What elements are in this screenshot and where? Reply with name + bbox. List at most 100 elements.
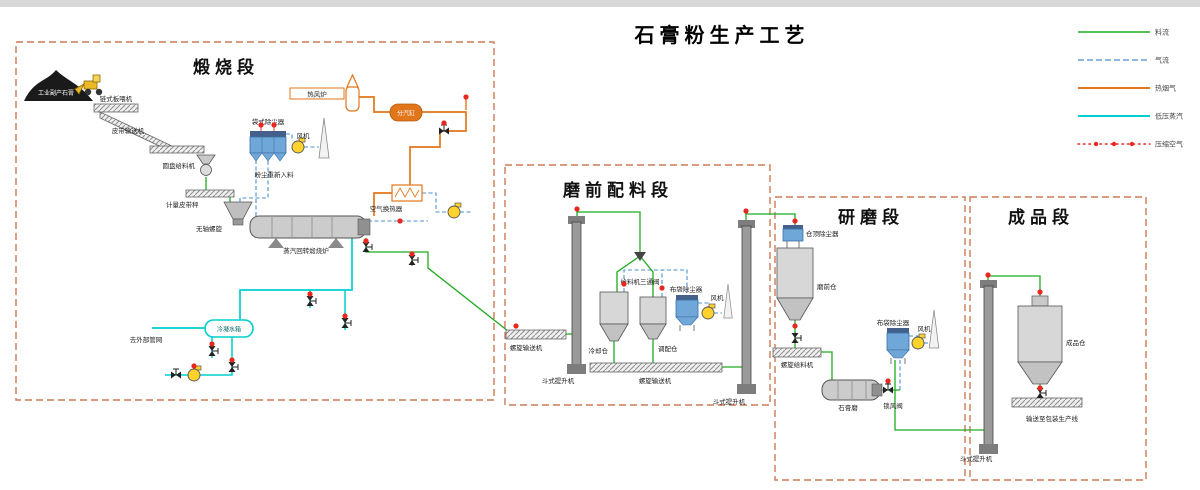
section-box-product — [969, 196, 1147, 481]
legend-label-steam: 低压蒸汽 — [1155, 112, 1183, 121]
legend-label-compressed-air: 压缩空气 — [1155, 140, 1183, 149]
valve — [341, 317, 352, 329]
air-point — [885, 378, 891, 384]
exchanger-fan — [447, 202, 462, 219]
valve — [362, 241, 373, 253]
product-silo-body — [1017, 305, 1063, 363]
stove-burner-box — [289, 87, 345, 100]
filter-cone — [249, 152, 263, 162]
air-point — [513, 323, 519, 329]
material-line — [821, 351, 833, 381]
filter-body — [249, 136, 287, 154]
elevator1-boot — [567, 364, 586, 374]
valve — [208, 345, 219, 357]
label-elevator-3: 斗式提升机 — [960, 454, 993, 463]
calciner-shell — [249, 215, 367, 239]
compressed-air-points — [191, 94, 1043, 391]
section-boxes: 煅烧段 磨前配料段 研磨段 成品段 — [15, 41, 1147, 481]
bucket-elevator-2: 斗式提升机 — [713, 220, 756, 406]
blending-bin: 调配仓 — [639, 296, 678, 353]
section-label-product: 成品段 — [1008, 207, 1074, 228]
legend-label-material: 料流 — [1155, 28, 1169, 37]
label-blending-bin: 调配仓 — [658, 344, 678, 353]
topfilter-header — [783, 225, 803, 229]
product-conveyor: 输送至包装生产线 — [1011, 397, 1083, 423]
label-steam-header: 分汽缸 — [397, 110, 415, 118]
label-weigh-belt: 计量皮带秤 — [166, 200, 199, 209]
gas-line — [623, 269, 688, 295]
filter2-body — [675, 299, 699, 318]
section-label-grinding: 研磨段 — [838, 207, 904, 228]
label-heat-exchanger: 空气换热器 — [370, 204, 403, 213]
silo-top-filter-2 — [1031, 295, 1049, 307]
material-line — [894, 360, 989, 445]
air-point — [792, 218, 798, 224]
legend-item-compressed-air: 压缩空气 — [1077, 140, 1183, 149]
label-shaftless-screw: 无轴螺旋 — [196, 224, 223, 233]
mill-shell — [821, 379, 881, 401]
disc-feeder: 圆盘给料机 — [163, 154, 216, 176]
loader-bucket — [74, 83, 85, 95]
air-point — [229, 357, 235, 363]
material-line — [616, 255, 641, 292]
stove-cone — [346, 73, 359, 88]
valves — [170, 124, 1047, 399]
elevator2-leg — [741, 225, 752, 387]
elevator3-boot — [979, 444, 998, 454]
air-point — [363, 238, 369, 244]
blending-bin-body — [639, 296, 667, 325]
label-airlock: 锁风阀 — [883, 401, 903, 410]
tank-body — [204, 319, 254, 338]
steam-lines — [152, 238, 353, 376]
bucket-elevator-1: 斗式提升机 — [542, 216, 586, 385]
screw1-body — [505, 329, 567, 340]
steam-header-body — [389, 103, 423, 122]
legend-dot — [1093, 141, 1099, 147]
valve — [306, 295, 317, 307]
air-point — [792, 323, 798, 329]
hot-blast-stove: 热风炉 — [289, 73, 360, 112]
calciner-drive — [357, 218, 371, 236]
filter3-header — [887, 328, 909, 333]
chain-feeder: 链式板喂机 — [93, 94, 139, 113]
air-point — [397, 218, 403, 224]
air-heat-exchanger: 空气换热器 — [370, 184, 423, 213]
steam-line — [239, 238, 353, 320]
label-disc-feeder: 圆盘给料机 — [163, 161, 196, 170]
screw-conveyor-2: 螺旋输送机 — [589, 362, 723, 385]
air-point — [307, 291, 313, 297]
label-fan-3: 风机 — [918, 324, 932, 333]
belt2-body — [149, 145, 205, 154]
calciner-support — [328, 238, 344, 248]
hot-gas-line — [359, 96, 390, 113]
air-point — [1037, 289, 1043, 295]
bucket-elevator-3: 斗式提升机 — [960, 280, 998, 463]
hot-gas-line — [409, 111, 467, 185]
product-silo: 成品仓 — [1017, 305, 1086, 385]
label-screw-conveyor-2: 螺旋输送机 — [639, 376, 672, 385]
legend-item-steam: 低压蒸汽 — [1078, 112, 1183, 121]
feed-hopper — [223, 201, 253, 220]
air-point — [441, 120, 447, 126]
steam-header: 分汽缸 — [389, 103, 423, 122]
weigh-belt-feeder: 计量皮带秤 — [166, 189, 235, 209]
cooling-bin-body — [599, 291, 629, 325]
rotary-calciner: 蒸汽回转煅烧炉 — [249, 215, 371, 255]
elevator1-head — [568, 216, 585, 224]
bag-filter-2: 布袋除尘器 — [670, 285, 703, 331]
bag-filter-1: 袋式除尘器 粉尘重新入料 — [249, 117, 294, 179]
material-line — [365, 238, 509, 332]
elevator3-head — [980, 280, 997, 288]
valve — [408, 254, 419, 266]
elevator2-head — [738, 220, 755, 228]
condensate-tank: 冷凝水箱 — [204, 319, 254, 338]
label-to-external: 去外部管网 — [130, 335, 163, 344]
label-chain-feeder: 链式板喂机 — [100, 94, 133, 103]
chimney-2 — [723, 283, 733, 319]
label-screw-conveyor-1: 螺旋输送机 — [510, 343, 543, 352]
calciner-support — [268, 238, 284, 248]
label-elevator-1: 斗式提升机 — [542, 376, 575, 385]
belt-conveyor-2 — [149, 145, 205, 154]
mill-bin-body — [776, 247, 814, 299]
